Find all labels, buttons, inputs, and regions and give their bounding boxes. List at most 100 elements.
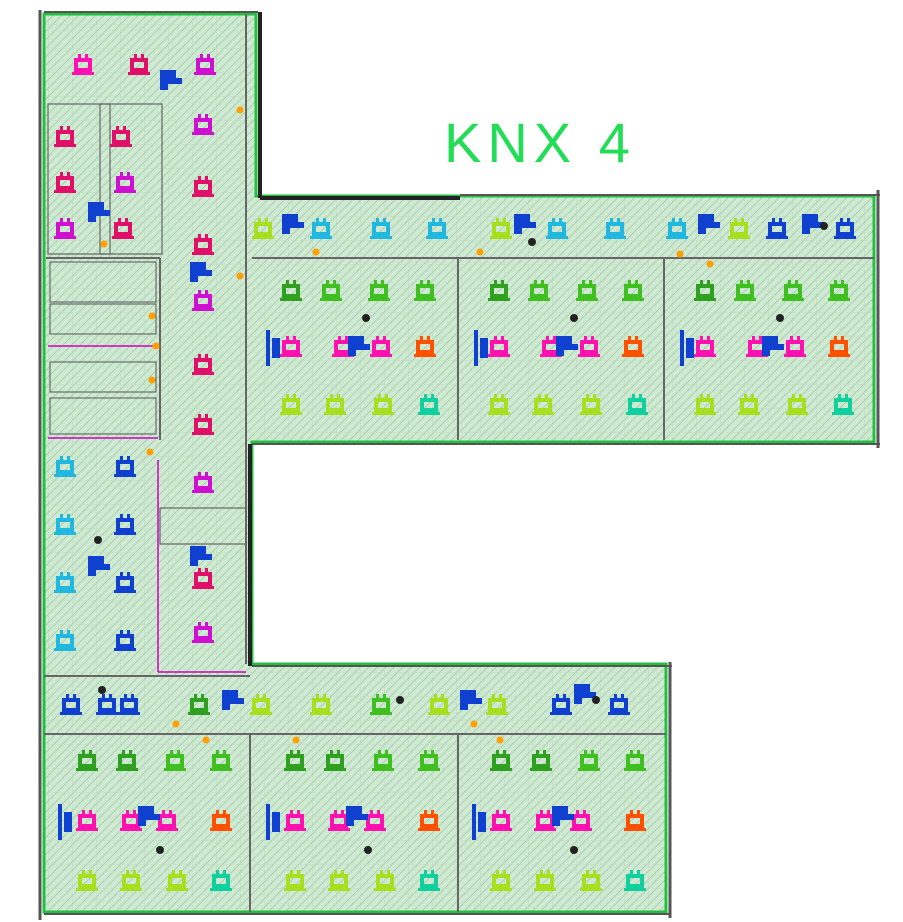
workstation-icon bbox=[570, 810, 592, 831]
desk-chair-icon bbox=[698, 214, 720, 234]
workstation-icon bbox=[490, 750, 512, 771]
presence-sensor-icon bbox=[570, 314, 578, 322]
presence-sensor-icon bbox=[362, 314, 370, 322]
staircase-north bbox=[47, 103, 163, 255]
light-point-icon bbox=[528, 238, 536, 246]
workstation-icon bbox=[116, 750, 138, 771]
workstation-icon bbox=[112, 218, 134, 239]
workstation-icon bbox=[534, 810, 556, 831]
presence-sensor-icon bbox=[364, 846, 372, 854]
workstation-icon bbox=[622, 336, 644, 357]
workstation-icon bbox=[54, 630, 76, 651]
workstation-icon bbox=[72, 54, 94, 75]
workstation-icon bbox=[370, 218, 392, 239]
sensor-icon bbox=[152, 342, 160, 350]
desk-chair-icon bbox=[138, 806, 160, 826]
workstation-icon bbox=[488, 280, 510, 301]
desk-chair-icon bbox=[574, 684, 596, 704]
workstation-icon bbox=[832, 394, 854, 415]
workstation-icon bbox=[738, 394, 760, 415]
desk-chair-icon bbox=[514, 214, 536, 234]
workstation-icon bbox=[372, 394, 394, 415]
workstation-icon bbox=[210, 870, 232, 891]
workstation-icon bbox=[60, 694, 82, 715]
workstation-icon bbox=[414, 280, 436, 301]
cable-rack-icon bbox=[474, 330, 488, 366]
workstation-icon bbox=[118, 694, 140, 715]
sensor-icon bbox=[470, 720, 478, 728]
presence-sensor-icon bbox=[776, 314, 784, 322]
workstation-icon bbox=[490, 810, 512, 831]
light-point-icon bbox=[98, 686, 106, 694]
workstation-icon bbox=[534, 870, 556, 891]
desk-chair-icon bbox=[190, 262, 212, 282]
interior-partitions bbox=[44, 14, 874, 912]
workstation-icon bbox=[728, 218, 750, 239]
presence-sensor-icon bbox=[156, 846, 164, 854]
workstation-icon bbox=[782, 280, 804, 301]
workstation-icon bbox=[490, 870, 512, 891]
workstation-icon bbox=[374, 870, 396, 891]
workstation-icon bbox=[766, 218, 788, 239]
sensor-icon bbox=[146, 448, 154, 456]
workstation-icon bbox=[192, 622, 214, 643]
workstation-icon bbox=[54, 218, 76, 239]
desk-chair-icon bbox=[460, 690, 482, 710]
sensor-icon bbox=[148, 376, 156, 384]
workstation-icon bbox=[120, 810, 142, 831]
sensor-icon bbox=[676, 250, 684, 258]
workstation-icon bbox=[192, 176, 214, 197]
workstation-icon bbox=[532, 394, 554, 415]
workstation-icon bbox=[488, 394, 510, 415]
workstation-icon bbox=[604, 218, 626, 239]
workstation-icon bbox=[368, 280, 390, 301]
desk-chair-icon bbox=[88, 556, 110, 576]
workstation-icon bbox=[490, 218, 512, 239]
workstation-icon bbox=[834, 218, 856, 239]
workstation-icon bbox=[578, 336, 600, 357]
workstation-icon bbox=[284, 810, 306, 831]
workstation-icon bbox=[828, 336, 850, 357]
workstation-icon bbox=[310, 694, 332, 715]
sensor-icon bbox=[312, 248, 320, 256]
staircase-central bbox=[159, 507, 247, 545]
cable-rack-icon bbox=[266, 330, 280, 366]
workstation-icon bbox=[488, 336, 510, 357]
workstation-icon bbox=[786, 394, 808, 415]
desk-chair-icon bbox=[802, 214, 824, 234]
workstation-icon bbox=[372, 750, 394, 771]
workstation-icon bbox=[694, 280, 716, 301]
light-point-icon bbox=[592, 696, 600, 704]
workstation-icon bbox=[54, 126, 76, 147]
workstation-icon bbox=[550, 694, 572, 715]
sensor-icon bbox=[476, 248, 484, 256]
cable-rack-icon bbox=[266, 804, 280, 840]
workstation-icon bbox=[580, 870, 602, 891]
workstation-icon bbox=[54, 456, 76, 477]
workstation-icon bbox=[76, 750, 98, 771]
workstation-icon bbox=[188, 694, 210, 715]
workstation-icon bbox=[76, 810, 98, 831]
workstation-icon bbox=[54, 172, 76, 193]
workstation-icon bbox=[96, 694, 118, 715]
workstation-icon bbox=[624, 750, 646, 771]
workstation-icon bbox=[414, 336, 436, 357]
workstation-icon bbox=[192, 414, 214, 435]
workstation-icon bbox=[114, 630, 136, 651]
workstation-icon bbox=[192, 234, 214, 255]
workstation-icon bbox=[608, 694, 630, 715]
cable-rack-icon bbox=[680, 330, 694, 366]
workstation-icon bbox=[624, 870, 646, 891]
sensor-icon bbox=[202, 736, 210, 744]
workstation-icon bbox=[280, 280, 302, 301]
workstation-icon bbox=[250, 694, 272, 715]
workstation-icon bbox=[734, 280, 756, 301]
workstation-icon bbox=[192, 290, 214, 311]
workstation-icon bbox=[310, 218, 332, 239]
workstation-icon bbox=[428, 694, 450, 715]
workstation-icon bbox=[694, 394, 716, 415]
workstation-icon bbox=[280, 394, 302, 415]
workstation-icon bbox=[528, 280, 550, 301]
